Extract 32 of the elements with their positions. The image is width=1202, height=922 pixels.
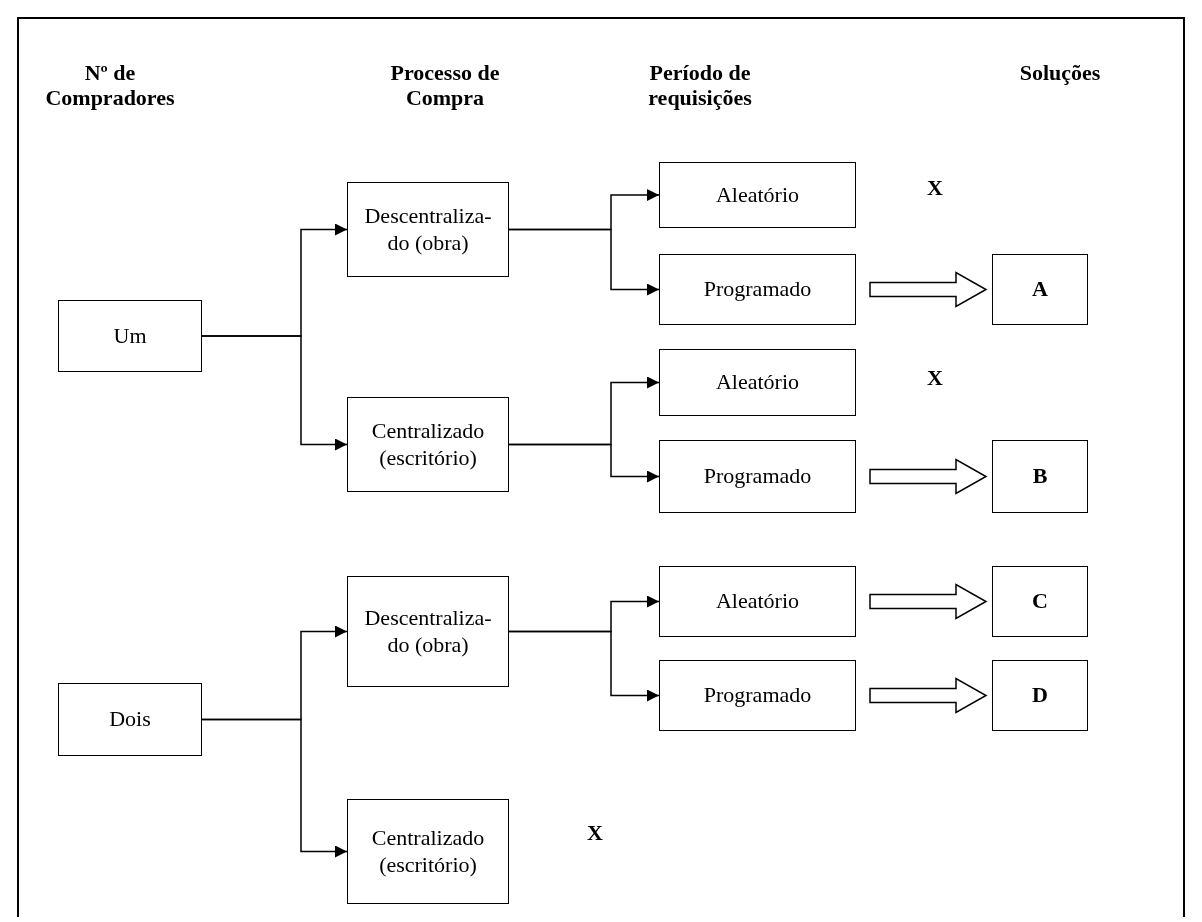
solution-box: B (992, 440, 1088, 513)
arrow (508, 443, 660, 483)
solution-box: A (992, 254, 1088, 325)
process-box: Aleatório (659, 566, 856, 637)
arrow (508, 630, 660, 702)
process-box: Programado (659, 660, 856, 731)
process-box: Centralizado (escritório) (347, 799, 509, 904)
block-arrow (869, 271, 988, 308)
arrow (508, 228, 660, 296)
column-heading: Período de requisições (647, 60, 753, 111)
column-heading: Nº de Compradores (44, 60, 176, 111)
reject-mark: X (586, 820, 604, 846)
solution-box: D (992, 660, 1088, 731)
column-heading: Processo de Compra (389, 60, 501, 111)
block-arrow (869, 583, 988, 620)
process-box: Centralizado (escritório) (347, 397, 509, 492)
process-box: Dois (58, 683, 202, 756)
process-box: Descentraliza- do (obra) (347, 182, 509, 277)
reject-mark: X (926, 365, 944, 391)
solution-box: C (992, 566, 1088, 637)
process-box: Descentraliza- do (obra) (347, 576, 509, 687)
process-box: Um (58, 300, 202, 372)
block-arrow (869, 458, 988, 495)
process-box: Aleatório (659, 162, 856, 228)
process-box: Programado (659, 440, 856, 513)
block-arrow (869, 677, 988, 714)
arrow (201, 335, 348, 451)
process-box: Programado (659, 254, 856, 325)
arrow (201, 718, 348, 858)
process-box: Aleatório (659, 349, 856, 416)
column-heading: Soluções (1018, 60, 1102, 86)
reject-mark: X (926, 175, 944, 201)
